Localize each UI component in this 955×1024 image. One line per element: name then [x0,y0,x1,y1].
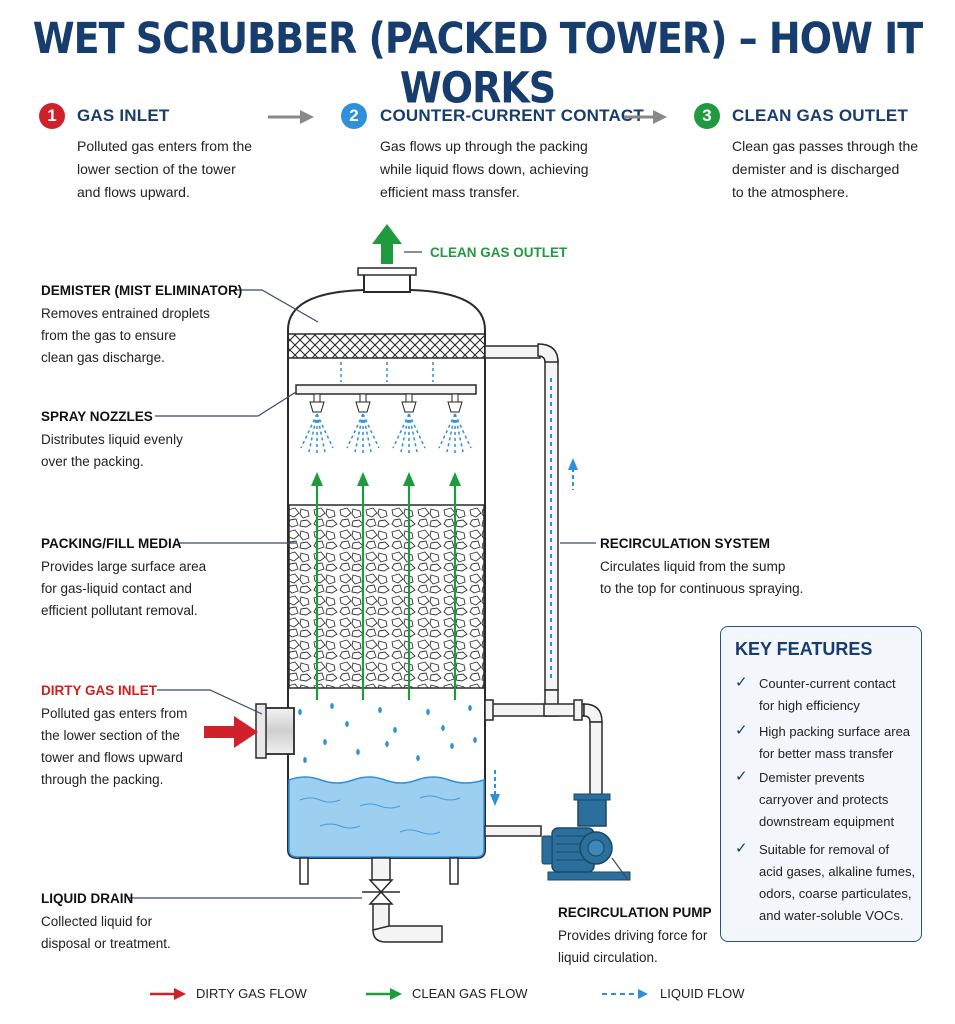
legend-dirty-gas-swatch [150,988,186,1000]
step-arrow-1 [268,110,314,124]
clean-gas-outlet-label: CLEAN GAS OUTLET [430,245,568,260]
step-2-title: COUNTER-CURRENT CONTACT [380,106,644,125]
dirty-gas-inlet-duct [255,703,295,759]
packing-title: PACKING/FILL MEDIA [41,536,182,551]
packing-callout: PACKING/FILL MEDIA Provides large surfac… [41,536,206,622]
step-1-title: GAS INLET [77,106,170,125]
recirculation-pump [541,793,631,881]
legend-liquid-swatch [602,989,648,999]
legend-liquid-label: LIQUID FLOW [660,986,745,1001]
demister-callout: DEMISTER (MIST ELIMINATOR) Removes entra… [41,283,242,369]
leader-spray [155,391,297,417]
liquid-sump [288,776,485,858]
recirculation-liquid-flow [490,378,578,806]
step-2-number-badge: 2 [341,103,367,129]
dirty-gas-arrow [204,716,258,748]
recirculation-pipe [484,343,603,823]
leader-pump [611,857,629,881]
key-features-title: KEY FEATURES [735,639,873,659]
legend-clean-gas-swatch [366,988,402,1000]
dirty-gas-inlet-callout: DIRTY GAS INLET Polluted gas enters from… [41,683,187,791]
check-icon: ✓ [735,674,748,691]
step-1-number-badge: 1 [39,103,65,129]
tower-legs [299,857,459,885]
legend-clean-gas-label: CLEAN GAS FLOW [412,986,528,1001]
check-icon: ✓ [735,840,748,857]
leader-dirty-inlet [157,689,263,715]
page-title: WET SCRUBBER (PACKED TOWER) – HOW IT WOR… [32,14,923,113]
recirculation-pump-title: RECIRCULATION PUMP [558,905,712,920]
demister-mesh [287,333,486,359]
step-arrow-2 [624,110,667,124]
liquid-drain-pipe [362,857,443,943]
spray-header-pipe [295,384,477,395]
spray-nozzles-title: SPRAY NOZZLES [41,409,153,424]
spray-nozzle-group [309,393,463,413]
recirculation-system-title: RECIRCULATION SYSTEM [600,536,771,551]
leader-demister [233,289,319,323]
clean-gas-flow-arrows [311,472,461,700]
recirculation-pump-callout: RECIRCULATION PUMP Provides driving forc… [558,905,712,969]
check-icon: ✓ [735,768,748,785]
liquid-drain-title: LIQUID DRAIN [41,891,134,906]
outlet-nozzle [363,273,411,293]
falling-droplets [298,703,477,763]
step-3-title: CLEAN GAS OUTLET [732,106,909,125]
packing-media [288,504,485,689]
dirty-gas-inlet-title: DIRTY GAS INLET [41,683,158,698]
clean-gas-outlet-arrow [372,224,402,264]
demister-title: DEMISTER (MIST ELIMINATOR) [41,283,243,298]
spray-pattern [300,413,472,454]
check-icon: ✓ [735,722,748,739]
recirculation-system-callout: RECIRCULATION SYSTEM Circulates liquid f… [600,536,803,600]
step-3-number-badge: 3 [694,103,720,129]
legend-dirty-gas-label: DIRTY GAS FLOW [196,986,307,1001]
